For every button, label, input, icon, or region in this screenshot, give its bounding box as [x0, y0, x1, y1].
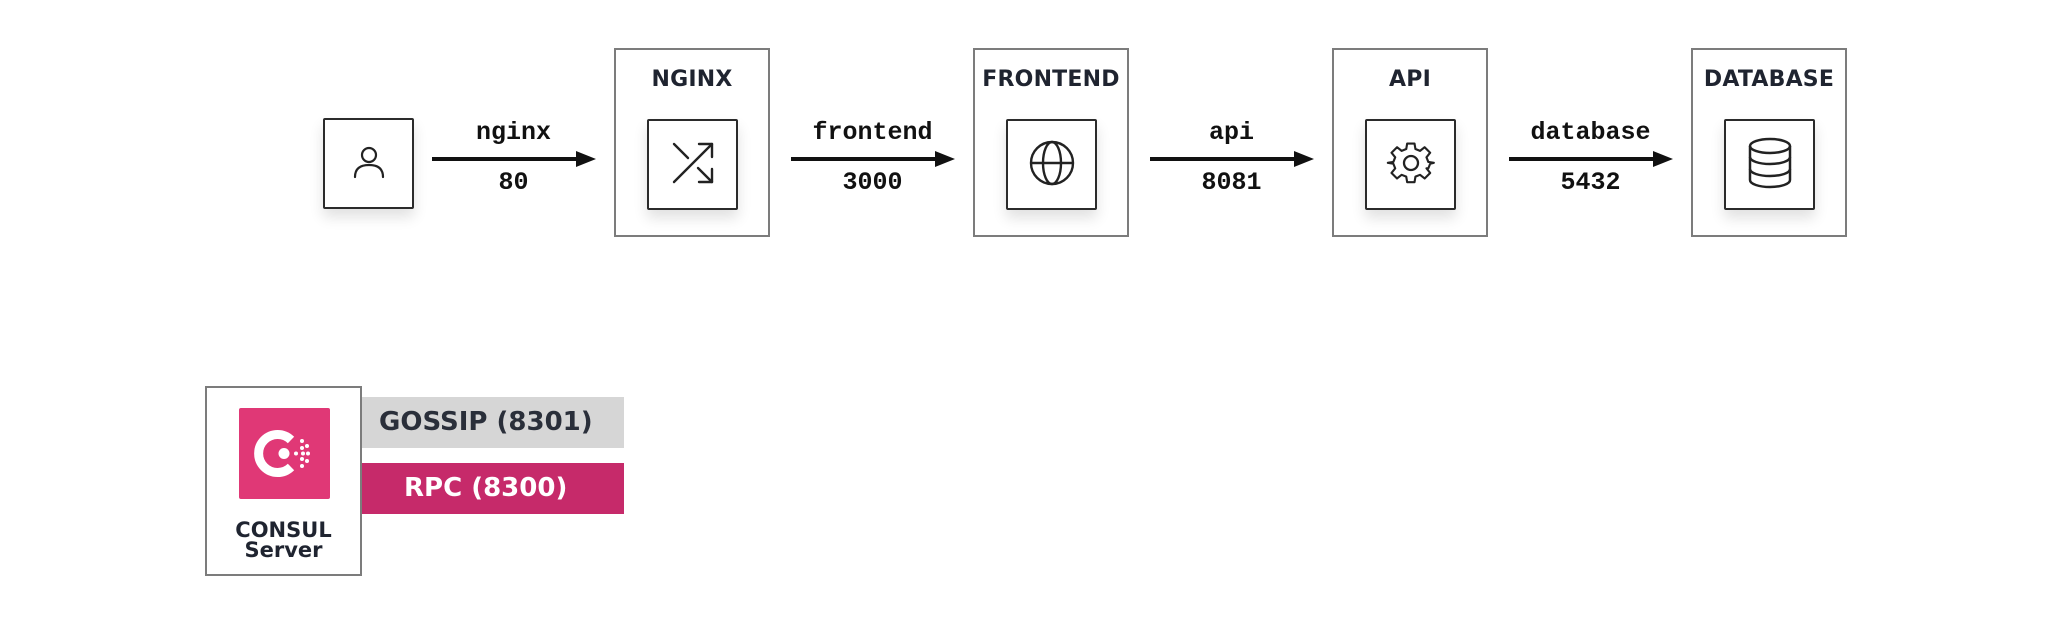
- service-frontend: FRONTEND: [973, 48, 1129, 237]
- service-title: FRONTEND: [982, 67, 1120, 92]
- connection-nginx: nginx 80: [430, 118, 597, 208]
- consul-role-label: Server: [244, 538, 323, 562]
- service-title: API: [1389, 67, 1431, 92]
- arrow-icon: [1509, 151, 1673, 167]
- service-api: API: [1332, 48, 1488, 237]
- shuffle-icon: [669, 139, 717, 191]
- service-title: DATABASE: [1703, 67, 1835, 92]
- connection-name: database: [1530, 118, 1651, 147]
- connection-api: api 8081: [1148, 118, 1315, 208]
- connection-port: 80: [498, 168, 529, 197]
- service-icon-tile: [647, 119, 738, 210]
- consul-server-node: CONSUL Server: [205, 386, 362, 576]
- rpc-port-bar: RPC (8300): [362, 463, 624, 514]
- connection-port: 8081: [1201, 168, 1262, 197]
- service-title: NGINX: [651, 67, 733, 92]
- connection-name: nginx: [475, 118, 551, 147]
- consul-logo-icon: [239, 408, 330, 499]
- arrow-icon: [1150, 151, 1314, 167]
- globe-icon: [1028, 139, 1076, 191]
- connection-database: database 5432: [1507, 118, 1674, 208]
- connection-port: 3000: [842, 168, 903, 197]
- user-icon: [349, 142, 389, 186]
- connection-name: frontend: [812, 118, 933, 147]
- arrow-icon: [791, 151, 955, 167]
- service-database: DATABASE: [1691, 48, 1847, 237]
- user-node: [323, 118, 414, 209]
- service-icon-tile: [1006, 119, 1097, 210]
- connection-name: api: [1208, 118, 1254, 147]
- gossip-port-bar: GOSSIP (8301): [362, 397, 624, 448]
- service-icon-tile: [1365, 119, 1456, 210]
- database-icon: [1746, 137, 1794, 193]
- consul-brand-label: CONSUL: [235, 518, 332, 542]
- connection-frontend: frontend 3000: [789, 118, 956, 208]
- service-nginx: NGINX: [614, 48, 770, 237]
- gear-icon: [1386, 138, 1436, 192]
- connection-port: 5432: [1560, 168, 1621, 197]
- service-icon-tile: [1724, 119, 1815, 210]
- arrow-icon: [432, 151, 596, 167]
